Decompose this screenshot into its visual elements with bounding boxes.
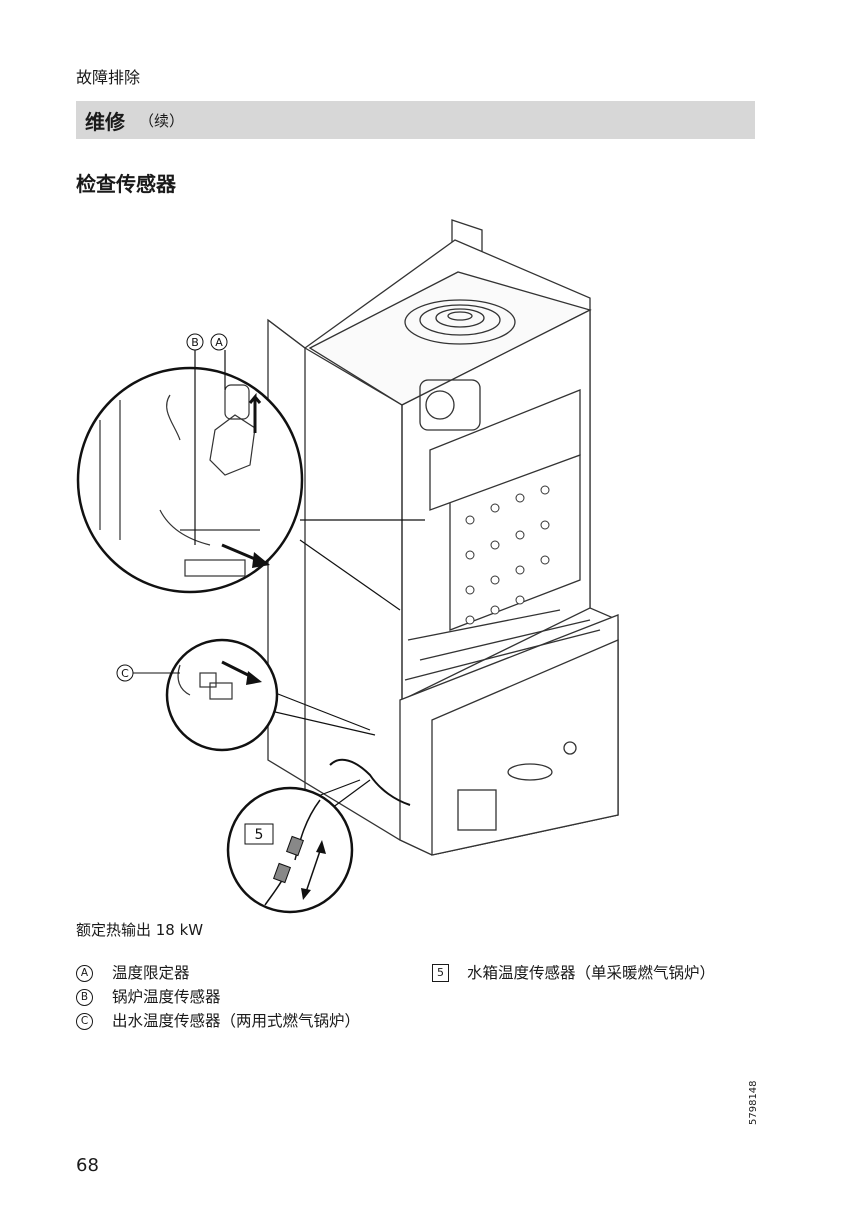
figure-caption: 额定热输出 18 kW: [76, 921, 204, 939]
callout-5-label: 5: [255, 827, 264, 843]
page-number: 68: [76, 1155, 99, 1176]
boiler-diagram: B A C 5: [76, 219, 619, 914]
legend-text-5: 水箱温度传感器（单采暖燃气锅炉）: [467, 964, 716, 982]
marker-5: 5: [432, 964, 449, 982]
callout-a-label: A: [215, 336, 223, 349]
callout-c-label: C: [121, 667, 129, 680]
callout-b-label: B: [191, 336, 199, 349]
header-title: 故障排除: [76, 68, 141, 87]
legend-item-a: A 温度限定器: [76, 961, 386, 985]
marker-a: A: [76, 965, 93, 982]
legend-left: A 温度限定器 B 锅炉温度传感器 C 出水温度传感器（两用式燃气锅炉）: [76, 961, 386, 1033]
subheading: 检查传感器: [76, 172, 176, 196]
section-bar: 维修 （续）: [76, 101, 755, 139]
legend-item-b: B 锅炉温度传感器: [76, 985, 386, 1009]
marker-c: C: [76, 1013, 93, 1030]
legend-text-b: 锅炉温度传感器: [112, 988, 221, 1006]
legend-item-5: 5 水箱温度传感器（单采暖燃气锅炉）: [432, 961, 762, 985]
marker-b: B: [76, 989, 93, 1006]
legend-item-c: C 出水温度传感器（两用式燃气锅炉）: [76, 1009, 386, 1033]
legend-text-c: 出水温度传感器（两用式燃气锅炉）: [112, 1012, 361, 1030]
document-code: 5798148: [748, 1080, 759, 1125]
section-title: 维修: [85, 109, 125, 134]
legend-text-a: 温度限定器: [112, 964, 190, 982]
legend-right: 5 水箱温度传感器（单采暖燃气锅炉）: [432, 961, 762, 985]
section-suffix: （续）: [139, 111, 185, 130]
